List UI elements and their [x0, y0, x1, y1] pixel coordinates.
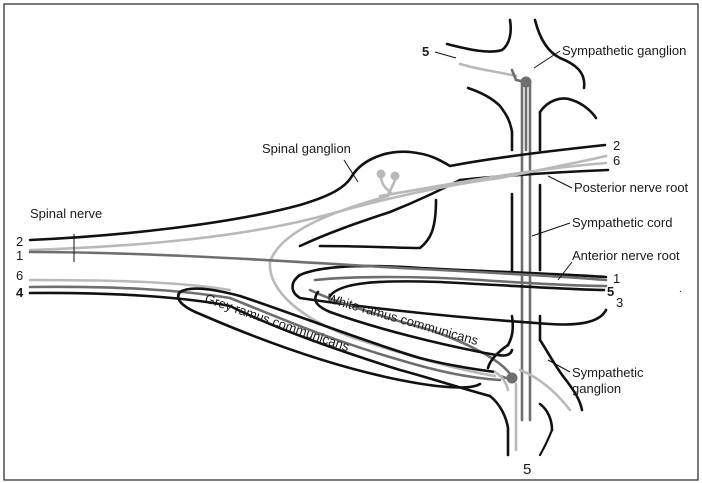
label-sympathetic-ganglion-bottom-1: Sympathetic [572, 365, 644, 380]
num-right-6: 6 [613, 153, 620, 168]
num-left-1: 1 [16, 248, 23, 263]
leader-sympathetic-cord [532, 223, 570, 236]
label-anterior-nerve-root: Anterior nerve root [572, 248, 680, 263]
label-sympathetic-ganglion-top: Sympathetic ganglion [562, 43, 686, 58]
stray-dot: . [679, 284, 682, 295]
num-left-6: 6 [16, 268, 23, 283]
label-posterior-nerve-root: Posterior nerve root [574, 180, 689, 195]
num-bottom-5: 5 [523, 461, 531, 478]
leader-posterior-nerve-root [548, 176, 572, 188]
sympathetic-ganglion-bottom [488, 340, 582, 455]
frame-border [4, 4, 698, 480]
num-left-2: 2 [16, 234, 23, 249]
leader-top-5 [435, 52, 456, 58]
num-right-3: 3 [616, 295, 623, 310]
num-left-4: 4 [16, 285, 24, 300]
leader-sympathetic-ganglion-top [534, 51, 560, 68]
label-sympathetic-cord: Sympathetic cord [572, 215, 672, 230]
num-top-5: 5 [422, 44, 429, 59]
num-right-2: 2 [613, 138, 620, 153]
label-spinal-ganglion: Spinal ganglion [262, 141, 351, 156]
label-sympathetic-ganglion-bottom-2: ganglion [572, 381, 621, 396]
num-right-5: 5 [607, 284, 614, 299]
label-spinal-nerve: Spinal nerve [30, 206, 102, 221]
